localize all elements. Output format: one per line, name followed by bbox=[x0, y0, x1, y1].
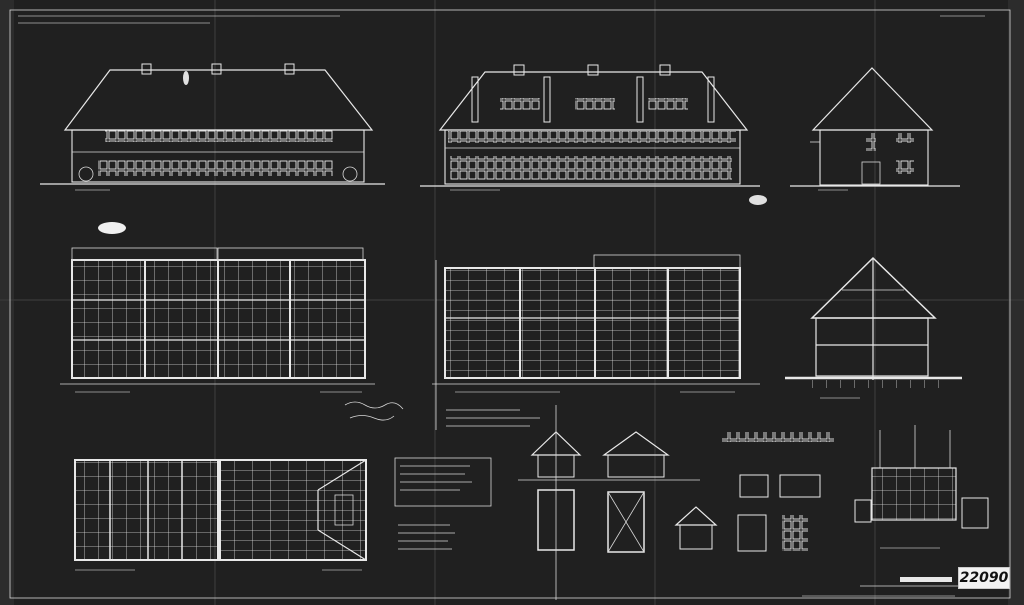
cross-section bbox=[785, 256, 962, 388]
upper-floor-plan bbox=[432, 254, 760, 430]
materials-legend-box bbox=[394, 457, 492, 507]
handwritten-annotation bbox=[344, 401, 404, 421]
archive-stamp-number: 22090 bbox=[958, 567, 1010, 589]
sheet-border bbox=[9, 9, 1011, 599]
rear-elevation bbox=[420, 64, 760, 187]
ground-floor-plan bbox=[60, 247, 375, 385]
front-elevation bbox=[40, 63, 385, 185]
foundation-plan bbox=[74, 459, 219, 561]
roof-plan bbox=[219, 459, 367, 561]
illegible-caption-strokes bbox=[18, 15, 985, 597]
fence-detail bbox=[854, 425, 989, 529]
outbuilding-details bbox=[518, 405, 834, 600]
notes-text-lines bbox=[398, 409, 540, 550]
paper-damage bbox=[183, 71, 189, 85]
side-elevation bbox=[790, 67, 960, 187]
paper-damage bbox=[749, 195, 767, 205]
paper-damage bbox=[98, 222, 126, 234]
